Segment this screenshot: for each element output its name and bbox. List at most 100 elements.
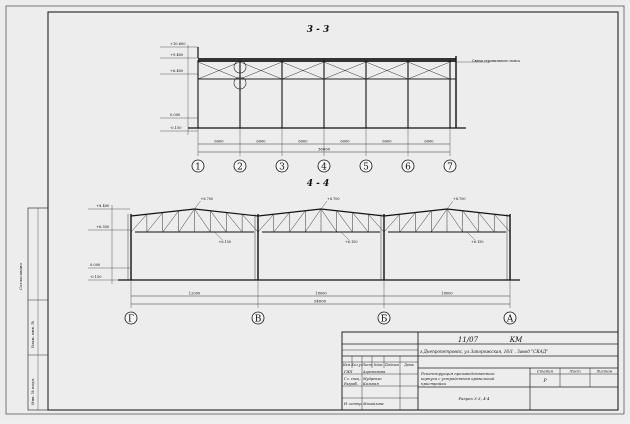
axis-label: В — [255, 315, 262, 325]
level-label: 0.000 — [90, 263, 101, 267]
staff-role: Разраб. — [343, 382, 358, 386]
title-block — [341, 331, 619, 411]
axis-label: 2 — [237, 163, 243, 173]
header-cell: Изм. — [342, 363, 351, 367]
side-stamp: Согласовано Взам. инв. № Инв. № подл. — [18, 207, 49, 411]
axis-bubble — [233, 159, 247, 173]
stamp-agreed: Согласовано — [18, 263, 23, 290]
truss-diagonal — [273, 212, 290, 233]
staff-name: Агрономова — [362, 370, 385, 374]
header-cell: Подпись — [384, 363, 400, 367]
truss-diagonal — [210, 210, 227, 233]
truss-diagonal — [178, 208, 195, 233]
truss-brace — [239, 61, 283, 80]
axis-label: 1 — [195, 163, 201, 173]
truss-marks: +8.700+6.150+8.700+6.150+8.700+6.150 — [194, 197, 484, 244]
truss-diagonal — [336, 210, 353, 233]
axis-bubble — [317, 159, 331, 173]
sheet-head: Лист — [568, 369, 581, 374]
dim-span: 6000 — [256, 140, 266, 144]
dim-span: 6000 — [340, 140, 350, 144]
level-label: -0.150 — [170, 126, 182, 130]
staff-name: Кальная — [362, 382, 379, 386]
drawing-code: 11/07 — [458, 336, 479, 344]
levels-top: +10.600 +9.400 +6.400 0.000 -0.150 — [160, 42, 198, 135]
columns-top — [197, 60, 451, 128]
truss-diagonal — [194, 208, 211, 233]
header-cell: Лист — [361, 363, 372, 367]
drawing-mark: КМ — [509, 336, 523, 344]
lower-mark: +6.150 — [219, 240, 232, 244]
truss-diagonal — [241, 214, 259, 233]
callout-label: Связи стропильного пояса — [472, 59, 520, 63]
project-address: г.Днепропетровск, ул.Запорожская, 16/1 .… — [420, 349, 548, 354]
staff-role: ГИП — [343, 370, 353, 374]
truss-diagonal — [146, 212, 163, 233]
level-label: +6.400 — [170, 69, 184, 73]
truss-diagonal — [399, 212, 416, 233]
truss-diagonal — [320, 208, 337, 233]
lower-mark: +6.150 — [345, 240, 358, 244]
stage-head: Стадия — [537, 369, 554, 374]
truss-diagonal — [462, 210, 479, 233]
dim-span: 6000 — [382, 140, 392, 144]
leader — [320, 200, 328, 210]
axis-bubble — [124, 311, 138, 325]
axis-label: 7 — [447, 163, 453, 173]
truss-diagonal — [130, 214, 148, 233]
staff-role: Гл. спец. — [343, 377, 361, 381]
truss-diagonal — [383, 214, 400, 233]
truss-diagonal — [257, 214, 274, 233]
outer-frame — [5, 5, 625, 415]
stage-value: Р — [542, 378, 547, 384]
axis-label: 3 — [279, 163, 285, 173]
axis-bubble — [191, 159, 205, 173]
truss-brace — [365, 61, 409, 80]
roof-slab — [198, 58, 456, 62]
level-label: 0.000 — [170, 113, 181, 117]
staff-name: Михайлова — [362, 402, 384, 406]
level-label: +6.550 — [96, 225, 110, 229]
section-3-3: 3 - 3 +10.600 +9.400 +6.400 0.000 -0.150… — [160, 25, 520, 173]
truss-brace — [197, 61, 241, 80]
dim-span: 18000 — [441, 292, 453, 296]
axis-label: Г — [128, 315, 134, 325]
levels-bottom: +8.400 +6.550 0.000 -0.150 — [88, 204, 130, 284]
axis-label: 5 — [363, 163, 369, 173]
lower-mark: +6.150 — [471, 240, 484, 244]
dim-total-top: 36000 — [318, 147, 331, 152]
truss-brace — [281, 61, 325, 80]
axis-label: А — [507, 315, 514, 325]
level-label: +10.600 — [170, 42, 186, 46]
ridge-mark: +8.700 — [201, 197, 214, 201]
section-title-top: 3 - 3 — [307, 25, 330, 35]
truss-diagonal — [226, 212, 243, 233]
truss-diagonal — [478, 212, 495, 233]
axis-bubble — [503, 311, 517, 325]
truss-diagonal — [431, 208, 448, 233]
trusses-bottom — [127, 208, 511, 280]
stamp-inventory: Инв. № подл. — [30, 378, 35, 405]
title-block-text: 11/07 КМ г.Днепропетровск, ул.Запорожска… — [342, 336, 613, 406]
truss-diagonal — [352, 212, 369, 233]
dim-span: 6000 — [424, 140, 434, 144]
header-cell: №док — [373, 363, 383, 367]
header-cell: Дата — [403, 363, 414, 367]
staff-name: Мудренко — [362, 377, 382, 381]
leader — [466, 231, 476, 241]
truss-diagonal — [289, 210, 306, 233]
axis-bubble — [359, 159, 373, 173]
axis-bubble — [443, 159, 457, 173]
leader — [446, 200, 454, 210]
dim-span: 6000 — [214, 140, 224, 144]
leader — [214, 231, 223, 241]
truss-diagonal — [415, 210, 432, 233]
ridge-mark: +8.700 — [453, 197, 466, 201]
axis-bubble — [275, 159, 289, 173]
